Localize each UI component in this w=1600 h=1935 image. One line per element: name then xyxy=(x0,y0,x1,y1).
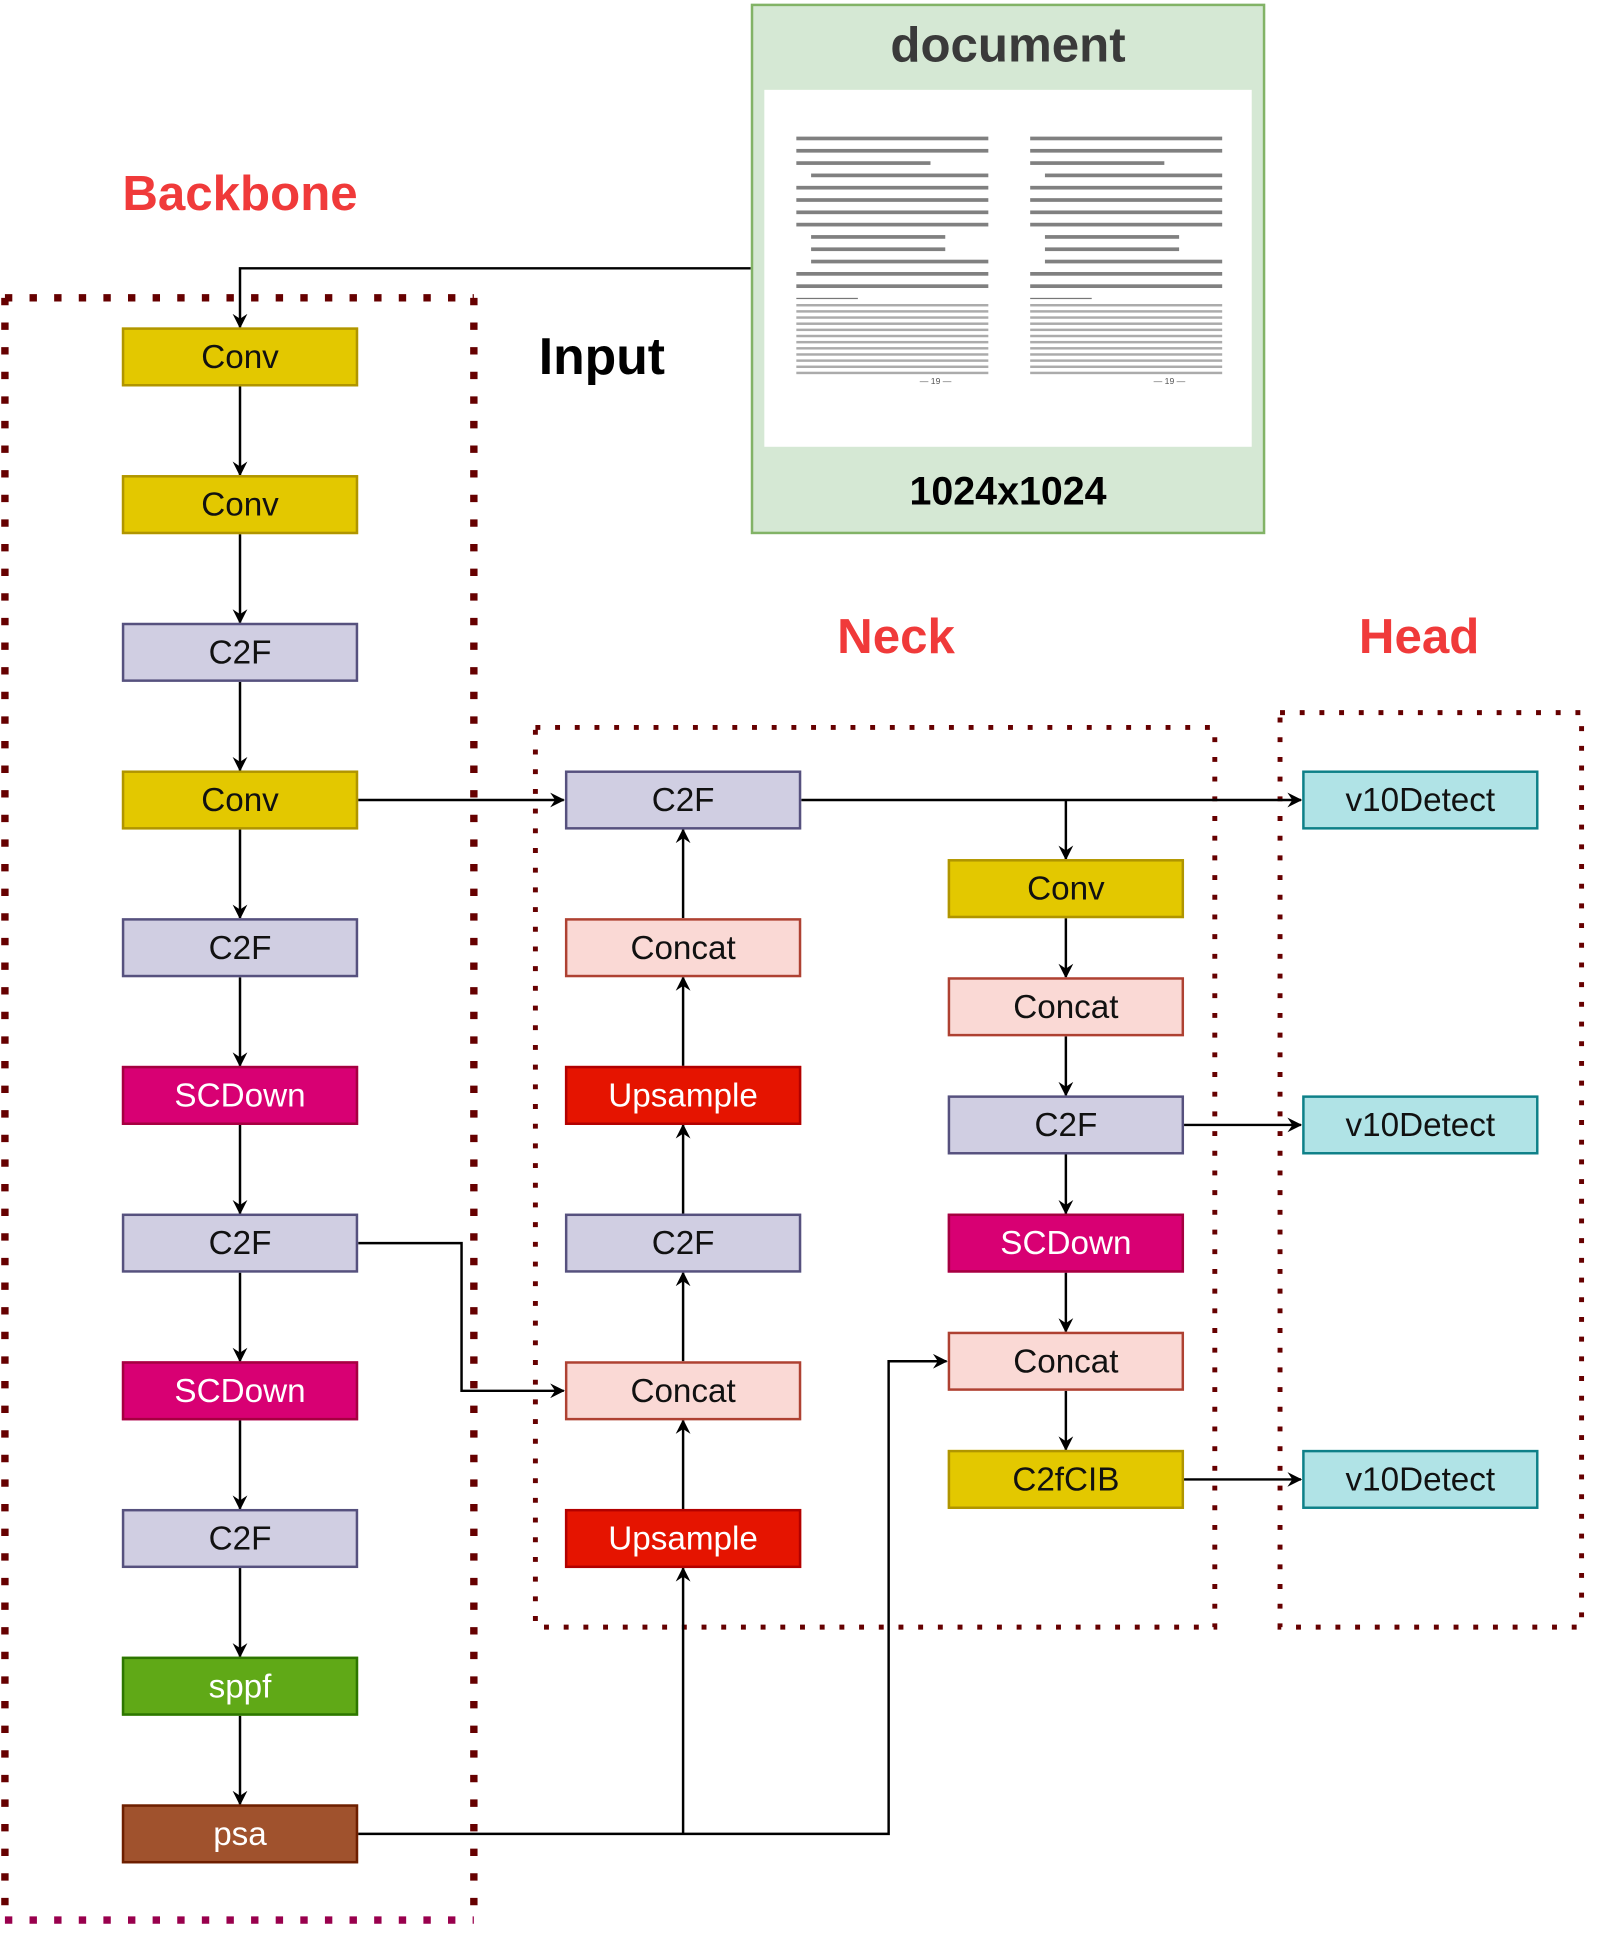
backbone-block-scdown-1: SCDown xyxy=(121,1065,359,1125)
backbone-block-conv-3: Conv xyxy=(121,770,359,830)
head-block-v10detect-3: v10Detect xyxy=(1302,1449,1539,1509)
document-page-image: — 19 — — 19 — xyxy=(764,89,1252,447)
page-number-right: — 19 — xyxy=(1153,377,1186,387)
neck-block-upsample-2: Upsample xyxy=(564,1508,802,1569)
head-label: Head xyxy=(1358,609,1480,665)
neck-block-c2f-top: C2F xyxy=(564,770,802,830)
neck-block-c2f-mid: C2F xyxy=(564,1213,802,1273)
arrows xyxy=(232,267,1303,1836)
backbone-frame xyxy=(1,294,478,1924)
neck-block-concat-3: Concat xyxy=(947,977,1185,1037)
head-block-v10detect-1: v10Detect xyxy=(1302,770,1539,830)
neck-block-c2f-right: C2F xyxy=(947,1095,1185,1155)
page-number-left: — 19 — xyxy=(919,377,952,387)
document-page-right: — 19 — xyxy=(1030,136,1223,387)
neck-block-concat-1: Concat xyxy=(564,918,802,978)
neck-block-scdown: SCDown xyxy=(947,1213,1185,1273)
input-label: Input xyxy=(538,327,666,386)
backbone-block-c2f-2: C2F xyxy=(121,918,359,978)
neck-label: Neck xyxy=(837,609,955,665)
neck-block-conv: Conv xyxy=(947,859,1185,919)
backbone-block-sppf: sppf xyxy=(121,1656,359,1716)
backbone-block-c2f-1: C2F xyxy=(121,622,359,682)
document-title: document xyxy=(890,18,1126,73)
head-block-v10detect-2: v10Detect xyxy=(1302,1095,1539,1155)
document-size: 1024x1024 xyxy=(909,468,1107,514)
backbone-block-c2f-3: C2F xyxy=(121,1213,359,1273)
neck-block-c2fcib: C2fCIB xyxy=(947,1449,1185,1509)
backbone-block-psa: psa xyxy=(121,1804,359,1864)
neck-block-concat-2: Concat xyxy=(564,1361,802,1421)
document-page-left: — 19 — xyxy=(796,136,989,387)
backbone-block-c2f-4: C2F xyxy=(121,1508,359,1569)
neck-frame xyxy=(532,724,1218,1630)
backbone-block-scdown-2: SCDown xyxy=(121,1361,359,1421)
document-input: document — 19 — — 19 — 1024x1024 xyxy=(750,3,1266,535)
neck-block-concat-4: Concat xyxy=(947,1331,1185,1391)
neck-block-upsample-1: Upsample xyxy=(564,1065,802,1125)
backbone-label: Backbone xyxy=(122,166,358,221)
backbone-block-conv-2: Conv xyxy=(121,475,359,535)
backbone-block-conv-1: Conv xyxy=(121,327,359,387)
